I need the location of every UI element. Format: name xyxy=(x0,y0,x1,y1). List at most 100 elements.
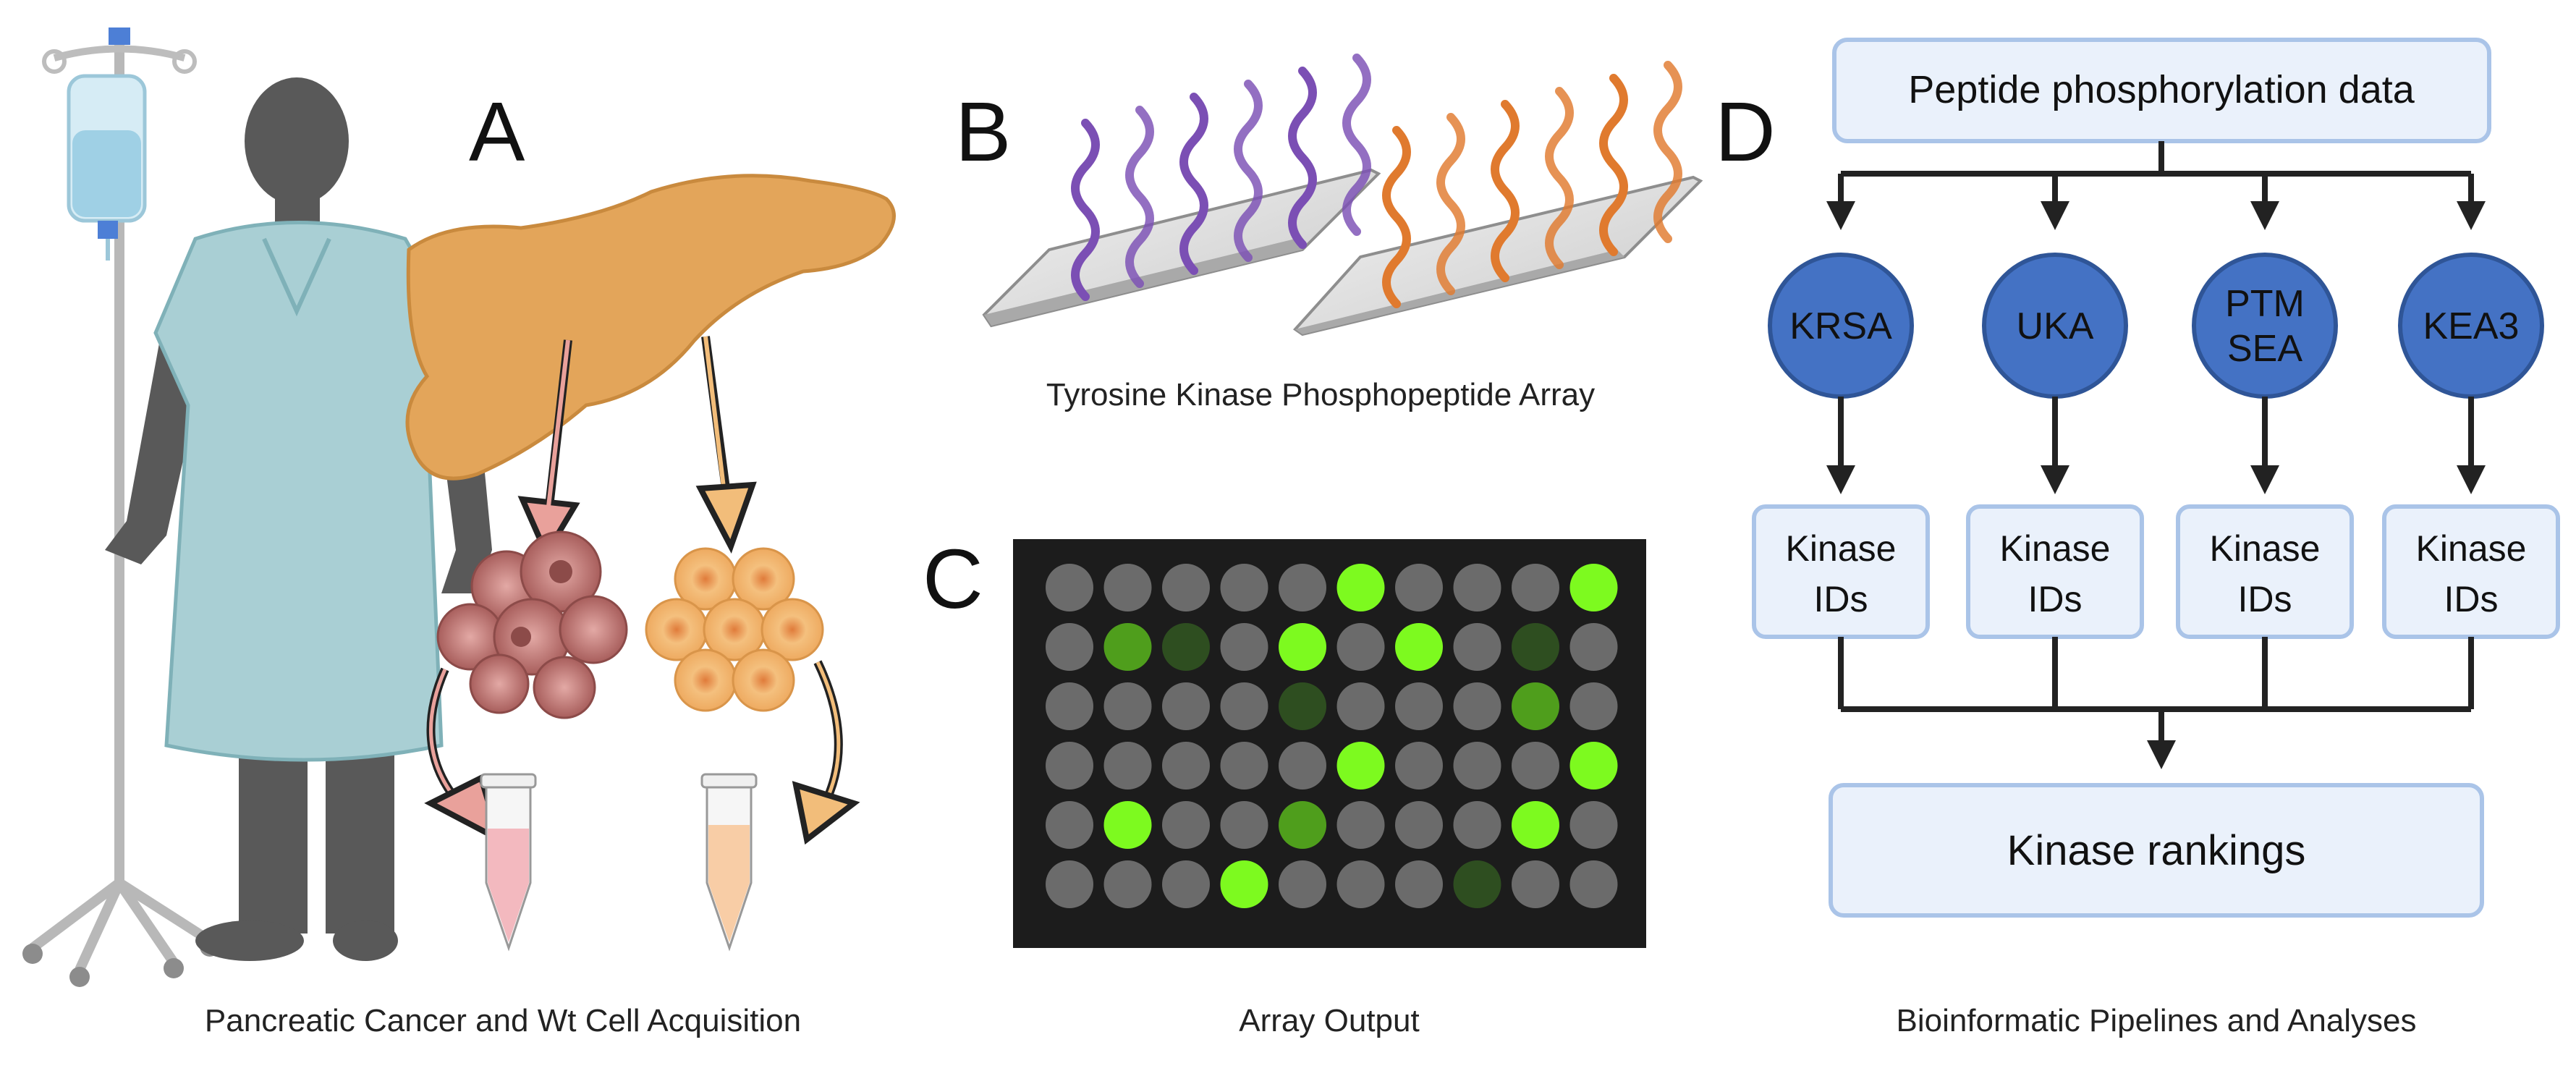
method-label: KRSA xyxy=(1789,305,1892,347)
hospital-gown xyxy=(153,221,462,762)
iv-bag-icon xyxy=(67,74,147,261)
peptide-data-label: Peptide phosphorylation data xyxy=(1908,68,2415,111)
array-spot xyxy=(1103,742,1152,790)
right-peptide-strand xyxy=(1491,100,1520,282)
array-spot xyxy=(1220,682,1268,730)
array-spot xyxy=(1569,860,1618,908)
array-spot xyxy=(1569,623,1618,671)
array-spot xyxy=(1103,623,1152,671)
normal-cell-cluster xyxy=(645,547,824,712)
patient-figure xyxy=(105,77,492,961)
array-spot xyxy=(1162,860,1210,908)
array-spot xyxy=(1336,860,1385,908)
array-spot xyxy=(1453,564,1501,611)
kinase-ids-label: Kinase xyxy=(2000,528,2111,569)
array-spot xyxy=(1336,742,1385,790)
left-peptide-strand xyxy=(1342,54,1371,236)
array-spot xyxy=(1512,682,1559,730)
array-spot xyxy=(1046,801,1093,849)
kinase-ids-label: Kinase xyxy=(2416,528,2527,569)
method-circle xyxy=(2192,253,2338,399)
array-spot xyxy=(1395,860,1443,908)
array-spot xyxy=(1395,564,1443,611)
array-spot xyxy=(1220,801,1268,849)
array-spot xyxy=(1336,682,1385,730)
array-spot xyxy=(1512,742,1559,790)
kinase-ids-label: IDs xyxy=(1814,579,1868,619)
panel-a-caption: Pancreatic Cancer and Wt Cell Acquisitio… xyxy=(205,1003,801,1038)
right-peptide-strand xyxy=(1436,113,1465,295)
left-peptide-strand xyxy=(1234,80,1263,262)
array-spot xyxy=(1103,801,1152,849)
array-spot xyxy=(1046,860,1093,908)
panel-a: A xyxy=(22,27,896,1038)
method-label: SEA xyxy=(2227,328,2302,370)
kinase-ids-label: Kinase xyxy=(2210,528,2321,569)
array-spot xyxy=(1336,564,1385,611)
panel-c-letter: C xyxy=(923,532,983,626)
array-spot xyxy=(1512,801,1559,849)
array-spot xyxy=(1162,801,1210,849)
array-spot xyxy=(1569,801,1618,849)
array-spot xyxy=(1512,564,1559,611)
right-peptide-strand xyxy=(1653,61,1682,243)
array-spot xyxy=(1220,564,1268,611)
array-spot xyxy=(1279,623,1326,671)
tumor-cell-cluster xyxy=(436,530,628,719)
array-spot xyxy=(1453,742,1501,790)
left-peptide-strand xyxy=(1071,119,1100,301)
array-spot xyxy=(1220,742,1268,790)
array-spot xyxy=(1279,564,1326,611)
array-spot xyxy=(1162,742,1210,790)
array-spot xyxy=(1046,682,1093,730)
array-spot xyxy=(1279,860,1326,908)
array-spot xyxy=(1569,742,1618,790)
array-spot xyxy=(1453,860,1501,908)
array-spot xyxy=(1453,623,1501,671)
array-spot xyxy=(1395,801,1443,849)
panel-d-caption: Bioinformatic Pipelines and Analyses xyxy=(1896,1003,2416,1038)
array-spot xyxy=(1395,742,1443,790)
kinase-ids-label: IDs xyxy=(2028,579,2083,619)
method-label: PTM xyxy=(2225,283,2305,325)
array-spot xyxy=(1395,623,1443,671)
array-spot xyxy=(1512,860,1559,908)
panel-b-caption: Tyrosine Kinase Phosphopeptide Array xyxy=(1046,377,1595,412)
pancreas-organ xyxy=(405,174,896,481)
kinase-ids-label: IDs xyxy=(2444,579,2499,619)
panel-b: B Tyrosine Kinase Phosphopeptide Array xyxy=(955,54,1703,412)
array-spot-grid xyxy=(1046,564,1618,908)
array-spot xyxy=(1162,564,1210,611)
array-spot xyxy=(1395,682,1443,730)
panel-d: D Peptide phosphorylation data KRSA Kinas… xyxy=(1715,38,2560,1038)
array-spot xyxy=(1046,623,1093,671)
array-spot xyxy=(1046,564,1093,611)
array-spot xyxy=(1279,682,1326,730)
panel-c-caption: Array Output xyxy=(1239,1003,1419,1038)
array-spot xyxy=(1336,623,1385,671)
array-spot xyxy=(1220,860,1268,908)
right-peptide-strand xyxy=(1599,74,1628,256)
array-spot xyxy=(1103,860,1152,908)
panel-b-letter: B xyxy=(955,85,1011,179)
array-spot xyxy=(1569,682,1618,730)
array-spot xyxy=(1103,564,1152,611)
array-spot xyxy=(1453,682,1501,730)
array-spot xyxy=(1512,623,1559,671)
array-spot xyxy=(1336,801,1385,849)
panel-d-letter: D xyxy=(1715,85,1776,179)
left-peptide-strands xyxy=(1071,54,1371,301)
kinase-ids-label: IDs xyxy=(2238,579,2292,619)
right-peptide-strands xyxy=(1382,61,1682,308)
kinase-ids-label: Kinase xyxy=(1786,528,1897,569)
panel-a-letter: A xyxy=(469,85,525,179)
array-spot xyxy=(1046,742,1093,790)
kinase-rankings-label: Kinase rankings xyxy=(2007,827,2306,874)
tumor-sample-tube-icon xyxy=(480,773,537,952)
normal-sample-tube-icon xyxy=(700,773,758,952)
